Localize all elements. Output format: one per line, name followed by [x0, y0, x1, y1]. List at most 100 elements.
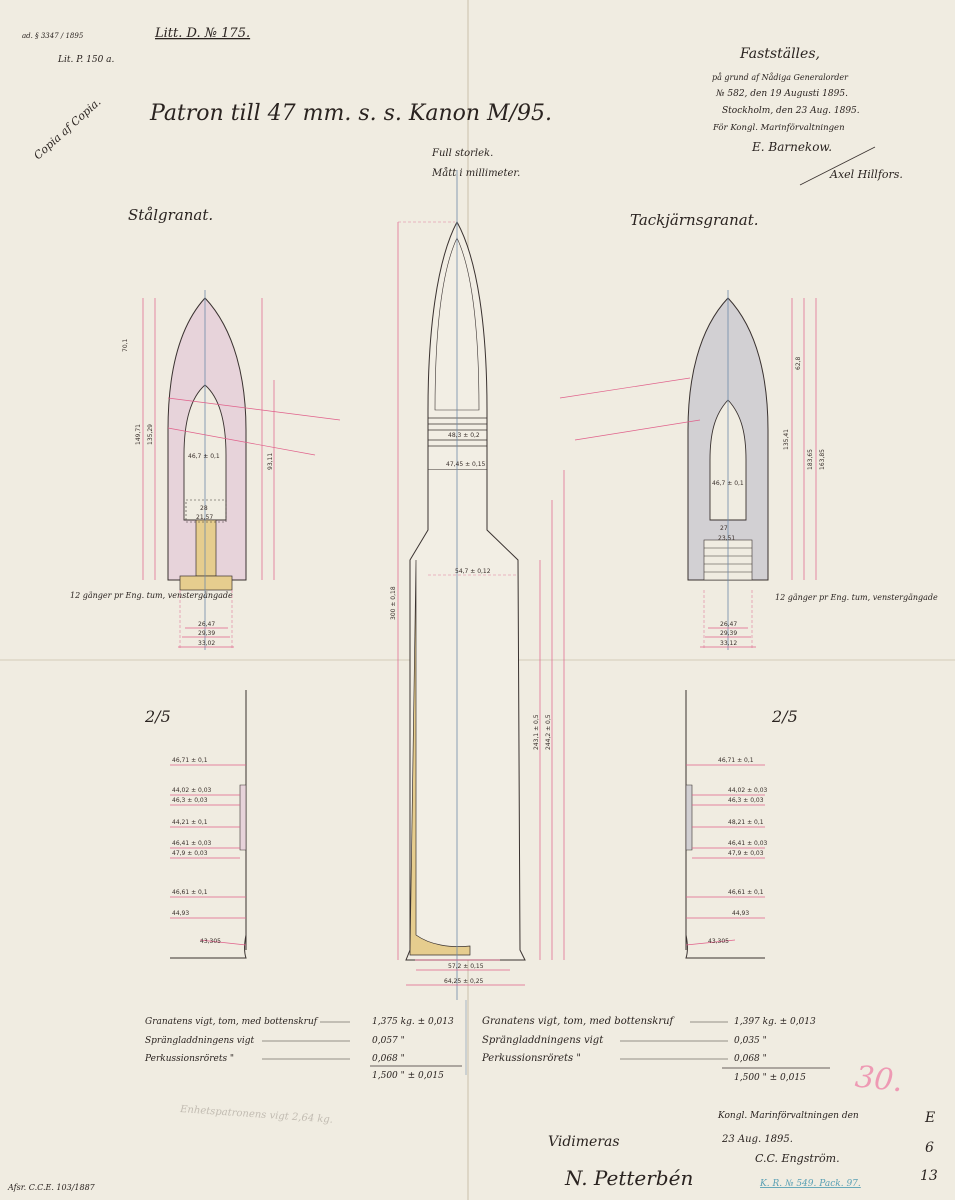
detail-right-dim-9: 43,305	[708, 938, 729, 945]
list-reference: Lit. P. 150 a.	[57, 55, 115, 65]
detail-right-dim-5: 46,41 ± 0,03	[728, 840, 768, 847]
dim-right-5: 46,7 ± 0,1	[712, 480, 744, 487]
detail-right-dim-2: 44,02 ± 0,03	[728, 787, 768, 794]
detail-scale-right: 2/5	[771, 707, 798, 726]
weight-left-row1-value: 1,375 kg. ± 0,013	[372, 1017, 454, 1027]
steel-shell-section	[142, 290, 341, 650]
signature-stroke	[799, 146, 876, 186]
copy-note: Copia af Copia.	[31, 95, 103, 162]
weight-right-row2-label: Sprängladdningens vigt	[482, 1035, 604, 1046]
dim-right-3: 183,65	[807, 449, 814, 470]
dim-left-base-1: 26,47	[198, 621, 215, 628]
dim-case-neck-1: 48,3 ± 0,2	[448, 432, 480, 439]
detail-right-dim-8: 44,93	[732, 910, 749, 917]
weight-left-row3-label: Perkussionsrörets "	[144, 1054, 234, 1064]
approval-line-2: № 582, den 19 Augusti 1895.	[715, 89, 848, 99]
detail-right-dim-6: 47,9 ± 0,03	[728, 850, 764, 857]
weight-right-row1-value: 1,397 kg. ± 0,013	[734, 1017, 816, 1027]
approval-signer-1: E. Barnekow.	[751, 140, 832, 154]
weight-left-total: 1,500 " ± 0,015	[372, 1071, 444, 1081]
approval-line-3: Stockholm, den 23 Aug. 1895.	[722, 106, 860, 116]
pencil-weight-note: Enhetspatronens vigt 2,64 kg.	[179, 1104, 333, 1126]
dim-left-3: 135,29	[147, 424, 154, 445]
detail-left-dim-2: 44,02 ± 0,03	[172, 787, 212, 794]
red-sheet-number: 30.	[853, 1060, 904, 1100]
detail-right-dim-7: 46,61 ± 0,1	[728, 889, 764, 896]
dim-case-neck-2: 47,45 ± 0,15	[446, 461, 486, 468]
archive-reference: Afsr. C.C.E. 103/1887	[7, 1183, 96, 1192]
dim-left-base-2: 29,39	[198, 630, 215, 637]
weights-table-left: Granatens vigt, tom, med bottenskruf 1,3…	[144, 1017, 462, 1081]
approval-line-1: på grund af Nådiga Generalorder	[712, 73, 849, 82]
approval-signer-2: Axel Hillfors.	[829, 168, 903, 181]
detail-left-dim-3: 46,3 ± 0,03	[172, 797, 208, 804]
weight-right-row3-label: Perkussionsrörets "	[481, 1053, 581, 1064]
dim-right-2: 135,41	[783, 429, 790, 450]
dim-case-length-2: 244,2 ± 0,5	[545, 714, 552, 750]
weight-left-row2-value: 0,057 "	[372, 1036, 405, 1046]
weight-left-row3-value: 0,068 "	[372, 1054, 405, 1064]
drawing-number: Litt. D. № 175.	[154, 26, 250, 41]
office-signer: C.C. Engström.	[755, 1152, 840, 1165]
weight-left-row1-label: Granatens vigt, tom, med bottenskruf	[145, 1017, 319, 1027]
scale-note: Full storlek.	[431, 148, 493, 159]
dim-left-1: 70,1	[122, 338, 129, 352]
dim-case-overall: 300 ± 0,18	[390, 586, 397, 620]
weight-left-row2-label: Sprängladdningens vigt	[145, 1036, 254, 1046]
detail-right-dim-1: 46,71 ± 0,1	[718, 757, 754, 764]
weight-right-row3-value: 0,068 "	[734, 1054, 767, 1064]
side-code-2: 6	[925, 1140, 934, 1156]
band-detail-right	[685, 690, 765, 959]
weights-table-right: Granatens vigt, tom, med bottenskruf 1,3…	[481, 1016, 830, 1083]
dim-case-body: 54,7 ± 0,12	[455, 568, 491, 575]
detail-left-dim-1: 46,71 ± 0,1	[172, 757, 208, 764]
thread-note-right: 12 gänger pr Eng. tum, venstergängade	[775, 593, 938, 602]
dim-right-4: 163,85	[819, 449, 826, 470]
weight-right-total: 1,500 " ± 0,015	[734, 1073, 806, 1083]
side-code-3: 13	[920, 1168, 938, 1184]
office-line-2: 23 Aug. 1895.	[721, 1134, 793, 1145]
cast-iron-shell-section	[559, 290, 817, 650]
dim-left-6: 28	[200, 505, 208, 512]
drawing-title: Patron till 47 mm. s. s. Kanon M/95.	[149, 101, 552, 126]
approval-line-4: För Kongl. Marinförvaltningen	[712, 123, 845, 133]
cast-iron-shell-title: Tackjärnsgranat.	[630, 211, 759, 229]
dim-right-base-1: 26,47	[720, 621, 737, 628]
detail-right-dim-4: 48,21 ± 0,1	[728, 819, 764, 826]
approval-heading: Fastställes,	[739, 46, 820, 62]
dim-case-base-2: 64,25 ± 0,25	[444, 978, 484, 985]
cartridge-section	[397, 170, 565, 1000]
detail-right-dim-3: 46,3 ± 0,03	[728, 797, 764, 804]
detail-left-dim-9: 43,305	[200, 938, 221, 945]
dim-case-length-1: 243,1 ± 0,5	[533, 714, 540, 750]
dim-right-7: 23,51	[718, 535, 735, 542]
signature-petterben: N. Petterbén	[564, 1166, 693, 1190]
dim-left-base-3: 33,02	[198, 640, 215, 647]
vidimeras-label: Vidimeras	[548, 1134, 620, 1150]
detail-left-dim-8: 44,93	[172, 910, 189, 917]
detail-left-dim-7: 46,61 ± 0,1	[172, 889, 208, 896]
side-code-1: E	[924, 1110, 935, 1126]
office-line-1: Kongl. Marinförvaltningen den	[717, 1111, 859, 1121]
dim-case-base-1: 57,2 ± 0,15	[448, 963, 484, 970]
dim-left-4: 93,11	[267, 453, 274, 470]
dim-right-6: 27	[720, 525, 728, 532]
detail-scale-left: 2/5	[144, 707, 171, 726]
dim-right-base-3: 33,12	[720, 640, 737, 647]
detail-left-dim-4: 44,21 ± 0,1	[172, 819, 208, 826]
thread-note-left: 12 gänger pr Eng. tum, venstergängade	[70, 591, 233, 600]
dim-right-1: 62,8	[795, 356, 802, 370]
dim-left-2: 149,71	[135, 424, 142, 445]
units-note: Mått i millimeter.	[431, 167, 520, 179]
weight-right-row1-label: Granatens vigt, tom, med bottenskruf	[482, 1016, 676, 1027]
steel-shell-title: Stålgranat.	[128, 206, 213, 224]
dim-left-7: 21,57	[196, 514, 213, 521]
detail-left-dim-5: 46,41 ± 0,03	[172, 840, 212, 847]
band-detail-left	[170, 690, 247, 959]
detail-left-dim-6: 47,9 ± 0,03	[172, 850, 208, 857]
blue-archive-ref: K. R. № 549. Pack. 97.	[759, 1179, 861, 1189]
dim-right-base-2: 29,39	[720, 630, 737, 637]
ad-reference: ad. § 3347 / 1895	[22, 32, 84, 40]
